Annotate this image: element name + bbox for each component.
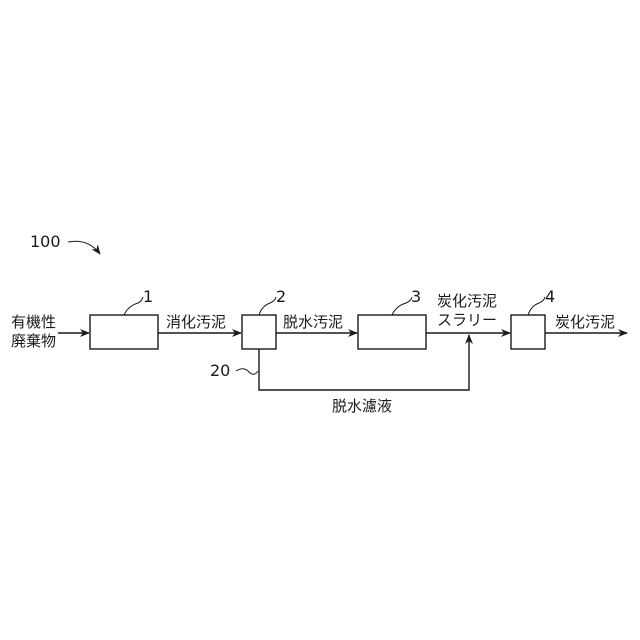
unit-3-ref: 3 (411, 287, 421, 306)
unit-1-ref: 1 (143, 287, 153, 306)
unit-3-box (358, 315, 426, 349)
carbonized-slurry-label-line2: スラリー (437, 311, 497, 329)
unit-2-ref: 2 (276, 287, 286, 306)
unit-1-box (90, 315, 158, 349)
digested-sludge-label: 消化汚泥 (166, 313, 226, 331)
unit-2-leader (259, 297, 276, 315)
unit-3-leader (392, 297, 412, 315)
system-reference-number: 100 (30, 232, 61, 251)
carbonized-slurry-label-line1: 炭化汚泥 (437, 292, 497, 310)
filtrate-line-ref: 20 (210, 361, 230, 380)
unit-4-leader (528, 297, 545, 315)
unit-1-leader (124, 297, 143, 315)
filtrate-label: 脱水濾液 (332, 397, 392, 415)
system-reference-leader (68, 241, 100, 254)
dewatered-sludge-label: 脱水汚泥 (283, 313, 343, 331)
output-label: 炭化汚泥 (555, 313, 615, 331)
unit-2-box (242, 315, 276, 349)
unit-4-ref: 4 (545, 287, 555, 306)
input-label-line1: 有機性 (11, 313, 56, 331)
unit-4-box (511, 315, 545, 349)
input-label-line2: 廃棄物 (11, 332, 56, 350)
filtrate-line-ref-leader (236, 369, 258, 375)
